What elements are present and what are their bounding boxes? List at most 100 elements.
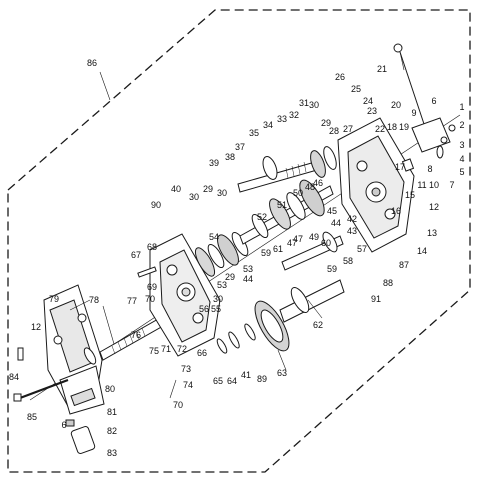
callout-59: 59 (327, 264, 337, 274)
dipstick-21 (393, 43, 425, 125)
callout-19: 19 (399, 122, 409, 132)
callout-85: 85 (27, 412, 37, 422)
callout-32: 32 (289, 110, 299, 120)
callout-84: 84 (9, 372, 19, 382)
callout-68: 68 (147, 242, 157, 252)
callout-29: 29 (203, 184, 213, 194)
callout-45: 45 (327, 206, 337, 216)
shaft-61 (281, 231, 344, 271)
callout-34: 34 (263, 120, 273, 130)
bolt-85 (13, 378, 69, 402)
callout-47: 47 (293, 234, 303, 244)
callout-11: 11 (417, 180, 426, 190)
callout-78: 78 (89, 295, 99, 305)
callout-53: 53 (243, 264, 253, 274)
callout-29: 29 (225, 272, 235, 282)
callout-26: 26 (335, 72, 345, 82)
callout-75: 75 (149, 346, 159, 356)
callout-87: 87 (399, 260, 409, 270)
callout-27: 27 (343, 124, 353, 134)
washers-lower (216, 323, 256, 354)
callout-44: 44 (331, 218, 341, 228)
callout-56: 56 (199, 304, 209, 314)
callout-44: 44 (243, 274, 253, 284)
callout-52: 52 (257, 212, 267, 222)
callout-1: 1 (459, 102, 464, 112)
callout-16: 16 (391, 206, 401, 216)
callout-22: 22 (375, 124, 385, 134)
callout-86: 86 (87, 58, 97, 68)
callout-74: 74 (183, 380, 193, 390)
middle-case (137, 233, 221, 357)
upper-shaft (237, 146, 337, 193)
callout-61: 61 (273, 244, 283, 254)
callout-37: 37 (235, 142, 245, 152)
callout-17: 17 (395, 162, 405, 172)
callout-89: 89 (257, 374, 267, 384)
callout-51: 51 (277, 200, 287, 210)
callout-91: 91 (371, 294, 381, 304)
callout-70: 70 (145, 294, 155, 304)
callout-3: 3 (459, 140, 464, 150)
callout-8: 8 (427, 164, 432, 174)
callout-13: 13 (427, 228, 437, 238)
callout-72: 72 (177, 344, 187, 354)
callout-76: 76 (131, 330, 141, 340)
callout-83: 83 (107, 448, 117, 458)
callout-12: 12 (31, 322, 41, 332)
callout-70: 70 (173, 400, 183, 410)
callout-5: 5 (459, 167, 464, 177)
rear-housing (337, 117, 415, 253)
callout-48: 48 (305, 182, 315, 192)
callout-60: 60 (321, 238, 331, 248)
callout-55: 55 (211, 304, 221, 314)
callout-6: 6 (431, 96, 436, 106)
callout-63: 63 (277, 368, 287, 378)
callout-30: 30 (189, 192, 199, 202)
callout-69: 69 (147, 282, 157, 292)
input-shaft (83, 317, 164, 365)
callout-50: 50 (293, 188, 303, 198)
callout-31: 31 (299, 98, 309, 108)
callout-12: 12 (429, 202, 439, 212)
callout-2: 2 (459, 120, 464, 130)
callout-73: 73 (181, 364, 191, 374)
callout-81: 81 (107, 407, 117, 417)
callout-88: 88 (383, 278, 393, 288)
callout-41: 41 (241, 370, 251, 380)
callout-28: 28 (329, 126, 339, 136)
callout-80: 80 (105, 384, 115, 394)
callout-35: 35 (249, 128, 259, 138)
pin-84 (17, 347, 24, 361)
small-parts-right (401, 117, 456, 172)
callout-39: 39 (209, 158, 219, 168)
callout-65: 65 (213, 376, 223, 386)
callout-20: 20 (391, 100, 401, 110)
callout-62: 62 (313, 320, 323, 330)
callout-9: 9 (411, 108, 416, 118)
callout-30: 30 (309, 100, 319, 110)
callout-25: 25 (351, 84, 361, 94)
callout-40: 40 (171, 184, 181, 194)
callout-57: 57 (357, 244, 367, 254)
callout-labels: 8626252423212019189612345781011222728293… (9, 58, 465, 458)
callout-4: 4 (459, 154, 464, 164)
main-shaft (239, 179, 334, 245)
callout-66: 66 (197, 348, 207, 358)
callout-30: 30 (217, 188, 227, 198)
callout-42: 42 (347, 214, 357, 224)
callout-90: 90 (151, 200, 161, 210)
gear-cluster-mid (194, 231, 249, 277)
leader-lines (69, 51, 405, 399)
sensor-83 (65, 419, 96, 455)
callout-29: 29 (321, 118, 331, 128)
callout-43: 43 (347, 226, 357, 236)
callout-67: 67 (131, 250, 141, 260)
callout-71: 71 (161, 344, 171, 354)
callout-77: 77 (127, 296, 137, 306)
countershaft (254, 279, 345, 352)
callout-46: 46 (313, 178, 323, 188)
callout-54: 54 (209, 232, 219, 242)
